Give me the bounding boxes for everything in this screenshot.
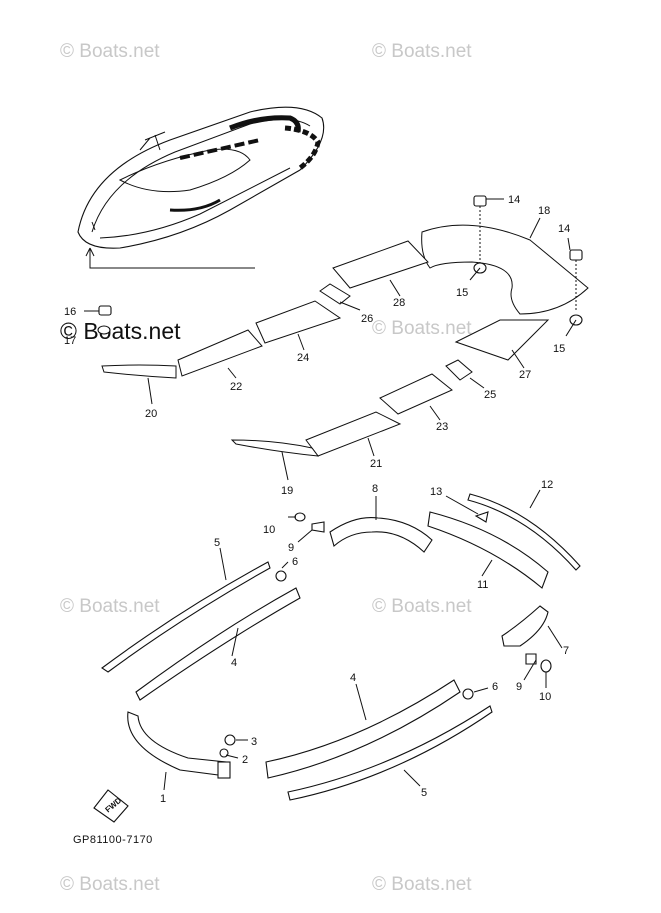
part-27-mat	[454, 319, 550, 361]
callout-10b: 10	[539, 691, 551, 703]
callout-6b: 6	[492, 681, 498, 693]
part-22-mat	[177, 329, 263, 377]
fwd-arrow	[93, 789, 129, 823]
callout-3: 3	[251, 736, 257, 748]
leader-lines	[147, 198, 577, 791]
part-21-mat	[305, 411, 402, 457]
part-4-rail-upper	[135, 587, 301, 701]
callout-8: 8	[372, 483, 378, 495]
watermark-lower-right: © Boats.net	[372, 596, 472, 617]
part-24-mat	[255, 300, 342, 344]
callout-14a: 14	[508, 194, 520, 206]
callout-15b: 15	[553, 343, 565, 355]
part-8-bracket	[329, 517, 433, 553]
callout-13: 13	[430, 486, 442, 498]
diagram-code: GP81100-7170	[73, 834, 153, 846]
callout-18: 18	[538, 205, 550, 217]
callout-28: 28	[393, 297, 405, 309]
part-26-mat	[319, 283, 351, 305]
callout-27: 27	[519, 369, 531, 381]
watermark-mid-left: © Boats.net	[60, 318, 181, 344]
callout-23: 23	[436, 421, 448, 433]
part-7-bracket	[501, 605, 549, 647]
part-11-rail	[427, 511, 549, 589]
callout-10a: 10	[263, 524, 275, 536]
watermark-top-right: © Boats.net	[372, 41, 472, 62]
callout-26: 26	[361, 313, 373, 325]
part-28-mat	[332, 240, 429, 289]
callout-9a: 9	[288, 542, 294, 554]
part-12-strip	[467, 493, 581, 571]
fasteners-14-15	[473, 195, 583, 326]
part-4-rail-lower	[265, 679, 461, 779]
callout-20: 20	[145, 408, 157, 420]
callout-2: 2	[242, 754, 248, 766]
callout-4a: 4	[231, 657, 237, 669]
callout-5b: 5	[421, 787, 427, 799]
mat-pads	[101, 224, 589, 457]
watermark-lower-left: © Boats.net	[60, 596, 160, 617]
part-5-strip-lower	[287, 705, 493, 801]
part-18-rear-mat	[421, 224, 589, 315]
part-19-trim	[230, 439, 320, 457]
callout-17: 17	[64, 335, 76, 347]
callout-14b: 14	[558, 223, 570, 235]
fastener-16-17	[84, 305, 112, 335]
callout-9b: 9	[516, 681, 522, 693]
part-1-bumper	[127, 711, 227, 777]
callout-19: 19	[281, 485, 293, 497]
callout-5a: 5	[214, 537, 220, 549]
watermark-top-left: © Boats.net	[60, 41, 160, 62]
callout-16: 16	[64, 306, 76, 318]
callout-11: 11	[477, 579, 488, 591]
watermark-bottom-right: © Boats.net	[372, 874, 472, 895]
lower-parts	[93, 493, 581, 823]
callout-6a: 6	[292, 556, 298, 568]
callout-4b: 4	[350, 672, 356, 684]
callout-labels: 14 18 14 15 15 28 26 24 22 20 27 25 23 2…	[64, 194, 570, 814]
callout-12: 12	[541, 479, 553, 491]
part-23-mat	[379, 373, 453, 415]
part-5-strip-upper	[101, 561, 271, 673]
callout-7: 7	[563, 645, 569, 657]
callout-21: 21	[370, 458, 382, 470]
part-25-mat	[445, 359, 473, 381]
callout-25: 25	[484, 389, 496, 401]
part-20-trim	[101, 364, 177, 379]
callout-24: 24	[297, 352, 309, 364]
watermark-bottom-left: © Boats.net	[60, 874, 160, 895]
watermark-mid-right: © Boats.net	[372, 318, 472, 339]
watercraft-illustration	[77, 106, 325, 269]
callout-1: 1	[160, 793, 166, 805]
callout-22: 22	[230, 381, 242, 393]
callout-15a: 15	[456, 287, 468, 299]
